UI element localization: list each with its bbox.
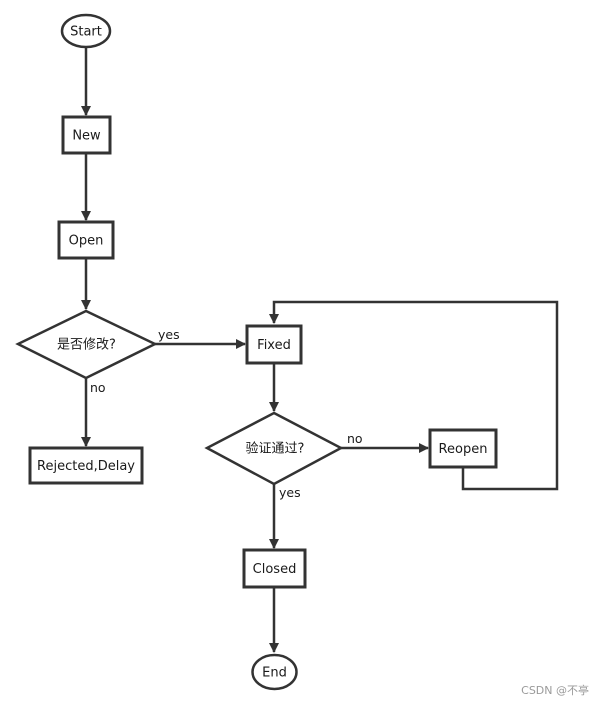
node-open: Open (57, 220, 115, 260)
end-terminal-shape (251, 653, 298, 691)
rejected-label: Rejected,Delay (37, 459, 135, 474)
node-closed: Closed (242, 548, 307, 589)
node-decision-verify: 验证通过? (204, 411, 344, 486)
end-label: End (262, 666, 287, 681)
edge-reopen-fixed-loop (269, 300, 559, 491)
edges (81, 47, 559, 653)
start-terminal-shape (60, 13, 112, 49)
closed-process-shape (242, 548, 307, 589)
node-fixed: Fixed (245, 324, 303, 365)
start-label: Start (70, 25, 102, 40)
verify-decision-label: 验证通过? (246, 441, 305, 457)
edge-label-verify-no: no (347, 431, 363, 446)
open-process-shape (57, 220, 115, 260)
node-decision-modify: 是否修改? (15, 309, 158, 380)
edge-label-modify-no: no (90, 380, 106, 395)
rejected-process-shape (28, 446, 144, 485)
modify-decision-label: 是否修改? (57, 338, 116, 353)
modify-decision-shape (15, 309, 158, 380)
node-reopen: Reopen (428, 428, 498, 469)
node-rejected: Rejected,Delay (28, 446, 144, 485)
fixed-label: Fixed (257, 338, 291, 353)
closed-label: Closed (253, 562, 297, 577)
watermark: CSDN @不亭 (521, 683, 589, 697)
reopen-process-shape (428, 428, 498, 469)
fixed-process-shape (245, 324, 303, 365)
edge-label-verify-yes: yes (279, 485, 301, 500)
verify-decision-shape (204, 411, 344, 486)
reopen-label: Reopen (439, 442, 488, 457)
node-end: End (251, 653, 298, 691)
edge-label-modify-yes: yes (158, 327, 180, 342)
open-label: Open (69, 234, 104, 249)
node-start: Start (60, 13, 112, 49)
new-process-shape (61, 115, 112, 155)
node-new: New (61, 115, 112, 155)
new-label: New (72, 129, 101, 144)
